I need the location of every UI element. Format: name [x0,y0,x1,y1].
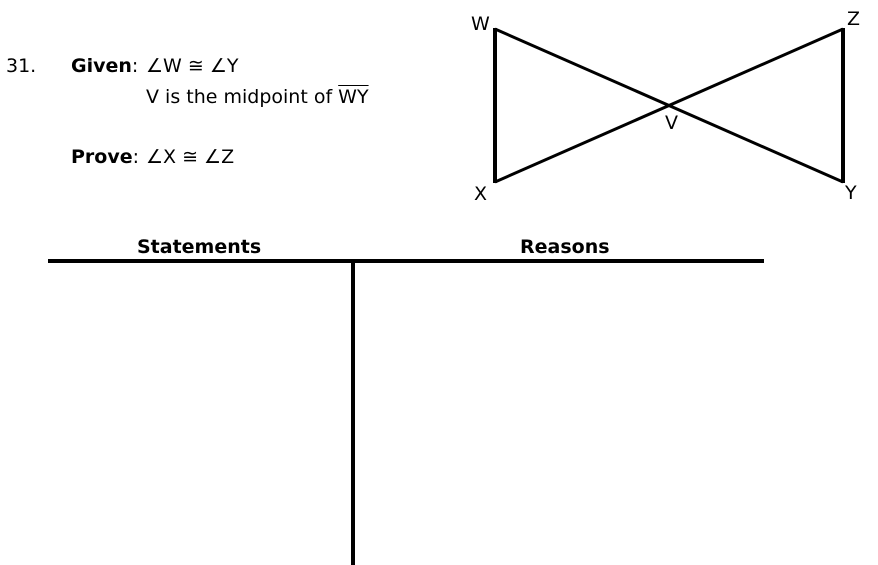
reasons-header: Reasons [520,236,610,258]
table-horizontal-rule [48,259,764,263]
table-vertical-rule [351,259,355,565]
prove-colon: : [132,146,140,168]
given-line-1: ∠W ≅ ∠Y [146,55,239,77]
given-line-2-text: V is the midpoint of [146,86,339,108]
segment-wy: WY [338,86,369,108]
problem-number: 31. [6,55,37,77]
segment-xz-line [494,27,844,184]
label-z: Z [847,8,861,30]
label-w: W [471,13,490,35]
given-line-2: V is the midpoint of WY [146,86,369,108]
prove-label: Prove [71,146,133,168]
label-y: Y [845,182,857,204]
given-label: Given [71,55,132,77]
given-label-row: Given: [71,55,138,77]
prove-statement: ∠X ≅ ∠Z [146,146,235,168]
label-x: X [474,183,488,205]
statements-header: Statements [137,236,262,258]
label-v: V [665,112,678,134]
given-colon: : [131,55,139,77]
prove-label-row: Prove: [71,146,139,168]
